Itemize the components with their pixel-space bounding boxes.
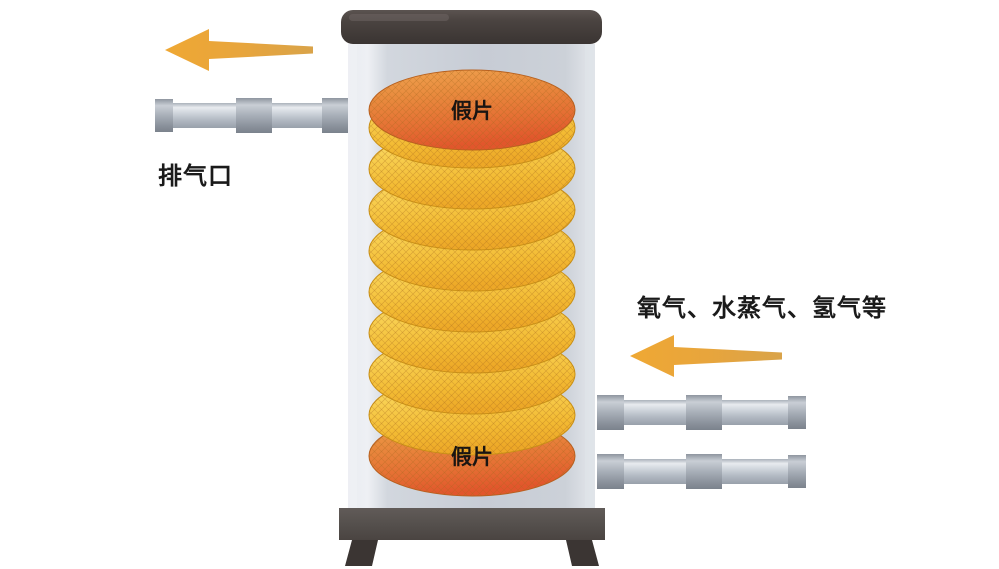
wafer-dummy-bottom-label: 假片 <box>451 445 493 469</box>
chamber-right-highlight <box>585 44 595 508</box>
exhaust-flow-arrow <box>165 29 313 71</box>
inlet-lower-wall-flange <box>597 454 624 489</box>
exhaust-pipe <box>155 98 349 133</box>
wafer-dummy-top-label: 假片 <box>451 99 493 123</box>
gas-inlet-label: 氧气、水蒸气、氢气等 <box>637 294 887 322</box>
exhaust-pipe-end-flange <box>155 99 173 132</box>
exhaust-pipe-barrel-2 <box>268 103 330 128</box>
exhaust-pipe-barrel-1 <box>170 103 242 128</box>
gas-inlet-flow-arrow <box>630 335 782 377</box>
gas-inlet-pipe-lower <box>597 454 806 489</box>
gas-inlet-pipe-upper <box>597 395 806 430</box>
base-leg-right <box>566 540 599 566</box>
chamber-base <box>339 508 605 566</box>
exhaust-pipe-mid-flange <box>236 98 272 133</box>
base-bar <box>339 508 605 540</box>
wafer-dummy-top <box>368 69 576 151</box>
exhaust-port-label: 排气口 <box>158 162 233 190</box>
inlet-lower-barrel-1 <box>612 459 692 484</box>
inlet-upper-barrel-1 <box>612 400 692 425</box>
inlet-upper-barrel-2 <box>718 400 792 425</box>
base-leg-left <box>345 540 378 566</box>
chamber-left-highlight <box>348 44 357 508</box>
inlet-upper-mid-flange <box>686 395 722 430</box>
inlet-lower-end-flange <box>788 455 806 488</box>
inlet-lower-mid-flange <box>686 454 722 489</box>
inlet-upper-wall-flange <box>597 395 624 430</box>
exhaust-pipe-wall-flange <box>322 98 349 133</box>
chamber-top-cap <box>341 10 602 44</box>
inlet-lower-barrel-2 <box>718 459 792 484</box>
wafer-stack <box>368 69 576 497</box>
inlet-upper-end-flange <box>788 396 806 429</box>
